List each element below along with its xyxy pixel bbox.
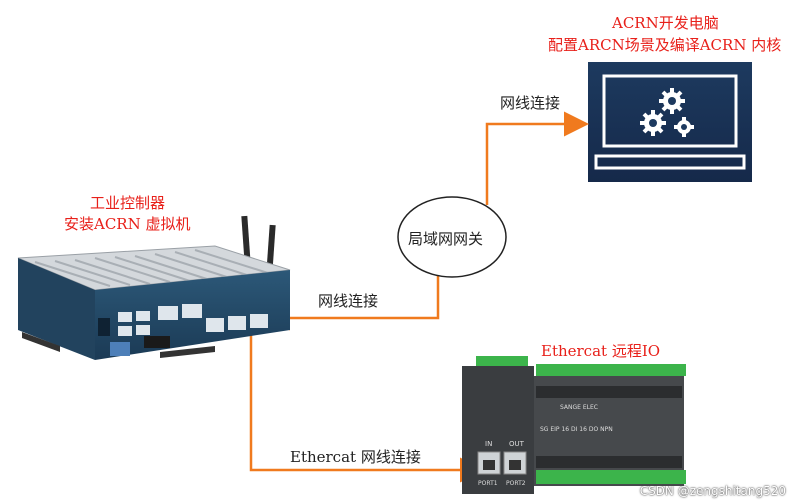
io-port1: PORT1: [478, 480, 498, 487]
pc-title: ACRN开发电脑: [612, 14, 719, 32]
controller-link-label: 网线连接: [318, 292, 379, 310]
io-port-in: IN: [485, 440, 493, 448]
watermark: CSDN @zengshitang520: [639, 484, 786, 498]
io-port2: PORT2: [506, 480, 526, 487]
laptop-icon: [588, 62, 752, 182]
controller-subtitle: 安装ACRN 虚拟机: [64, 215, 191, 233]
controller-title: 工业控制器: [90, 194, 166, 212]
pc-link-label: 网线连接: [500, 94, 561, 112]
ethercat-link-label: Ethercat 网线连接: [290, 448, 421, 466]
gear-icon: [640, 88, 694, 137]
industrial-controller-image: [17, 215, 291, 360]
remote-io-image: [462, 356, 686, 494]
io-brand: SANGE ELEC: [560, 404, 598, 411]
io-model: SG EIP 16 DI 16 DO NPN: [540, 426, 613, 433]
gateway-node: [397, 196, 507, 278]
io-port-out: OUT: [509, 440, 524, 448]
network-links: [249, 111, 589, 483]
pc-subtitle: 配置ARCN场景及编译ACRN 内核: [548, 36, 782, 54]
io-title: Ethercat 远程IO: [541, 342, 661, 360]
gateway-label: 局域网网关: [408, 230, 484, 248]
